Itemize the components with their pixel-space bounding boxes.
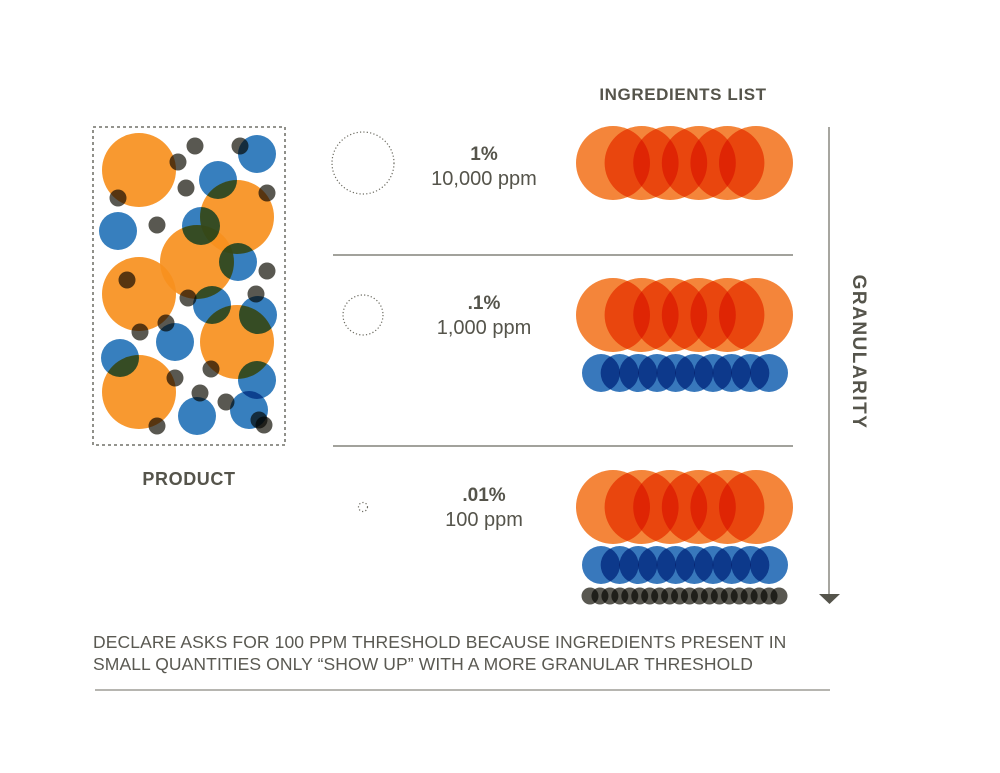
dark-ingredient-mark [770, 587, 788, 605]
threshold-1-ppm: 10,000 ppm [431, 168, 537, 190]
caption-line-2: SMALL QUANTITIES ONLY “SHOW UP” WITH A M… [93, 654, 753, 674]
blue-ingredient-mark [750, 546, 788, 584]
product-blue-particle [238, 361, 276, 399]
product-dark-particle [217, 393, 235, 411]
product-dark-particle [258, 262, 276, 280]
orange-ingredient-mark [719, 126, 793, 200]
threshold-1-size-circle [331, 131, 395, 195]
threshold-3-label: .01% 100 ppm [404, 484, 564, 532]
threshold-2-label: .1% 1,000 ppm [404, 292, 564, 340]
divider-lines [95, 254, 830, 691]
granularity-arrow [819, 127, 840, 604]
ingredients-row-group-1 [576, 126, 793, 200]
product-blue-particle [193, 286, 231, 324]
threshold-2-size-circle [342, 294, 384, 336]
product-blue-particle [156, 323, 194, 361]
product-dark-particle [191, 384, 209, 402]
ingredients-row-group-3 [576, 470, 793, 605]
product-dark-particle [258, 184, 276, 202]
product-dark-particle [131, 323, 149, 341]
product-dark-particle [186, 137, 204, 155]
product-blue-particle [178, 397, 216, 435]
threshold-3-ppm: 100 ppm [445, 509, 523, 531]
product-dark-particle [179, 289, 197, 307]
product-blue-particle [99, 212, 137, 250]
product-box-border [92, 126, 286, 446]
product-dark-particle [109, 189, 127, 207]
caption-line-1: DECLARE ASKS FOR 100 PPM THRESHOLD BECAU… [93, 632, 787, 652]
product-dark-particle [148, 417, 166, 435]
product-orange-particle [102, 133, 176, 207]
orange-ingredient-mark [719, 470, 793, 544]
product-dark-particle [166, 369, 184, 387]
ingredients-list-rows [576, 126, 793, 605]
arrow-down-icon [819, 594, 840, 604]
product-box [92, 126, 286, 446]
product-dark-particle [177, 179, 195, 197]
product-dark-particle [148, 216, 166, 234]
product-dark-particle [231, 137, 249, 155]
threshold-3-size-circle [357, 501, 369, 513]
granularity-axis-label: GRANULARITY [848, 274, 869, 430]
caption: DECLARE ASKS FOR 100 PPM THRESHOLD BECAU… [93, 631, 853, 675]
product-dark-particle [118, 271, 136, 289]
orange-ingredient-mark [719, 278, 793, 352]
threshold-1-label: 1% 10,000 ppm [404, 143, 564, 191]
product-blue-particle [199, 161, 237, 199]
product-blue-particle [182, 207, 220, 245]
threshold-1-percent: 1% [470, 144, 498, 165]
threshold-circles [331, 131, 395, 513]
product-orange-particle [160, 225, 234, 299]
product-blue-particle [219, 243, 257, 281]
product-dark-particle [169, 153, 187, 171]
product-label: PRODUCT [142, 469, 236, 489]
blue-ingredient-mark [750, 354, 788, 392]
ingredients-list-header: INGREDIENTS LIST [599, 85, 767, 104]
threshold-2-ppm: 1,000 ppm [436, 317, 532, 339]
product-dark-particle [202, 360, 220, 378]
ingredients-row-group-2 [576, 278, 793, 392]
product-dark-particle [250, 411, 268, 429]
product-dark-particle [157, 314, 175, 332]
product-dark-particle [247, 285, 265, 303]
threshold-2-percent: .1% [467, 293, 501, 314]
product-blue-particle [239, 296, 277, 334]
threshold-3-percent: .01% [462, 485, 506, 506]
product-blue-particle [101, 339, 139, 377]
